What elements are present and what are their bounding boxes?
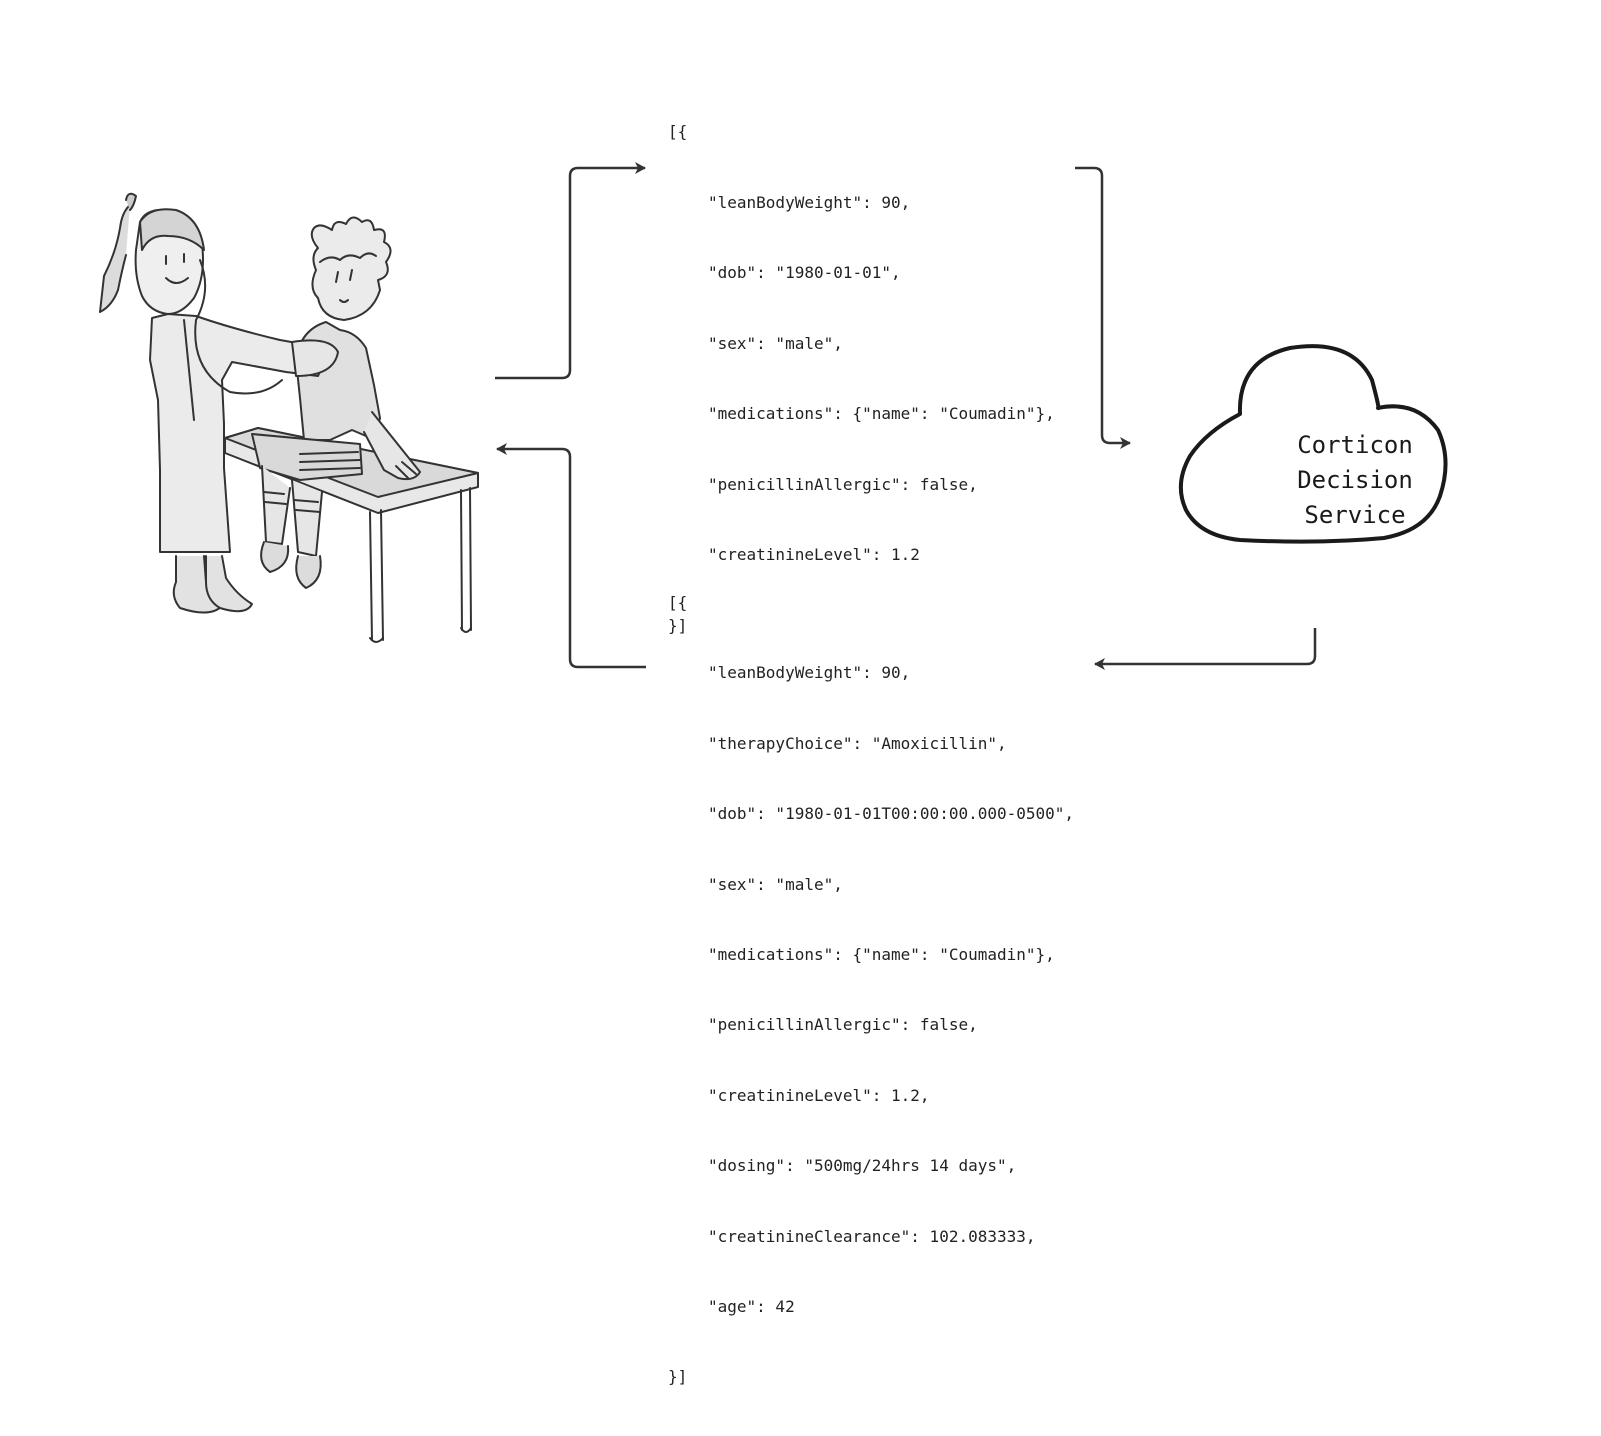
request-json-line: "medications": {"name": "Coumadin"}, bbox=[708, 404, 1055, 423]
arrow-to-illustration bbox=[496, 443, 646, 669]
response-json-line: "therapyChoice": "Amoxicillin", bbox=[708, 733, 1007, 753]
response-json-line: "age": 42 bbox=[708, 1296, 795, 1316]
cloud-label-line: Service bbox=[1304, 501, 1406, 529]
request-json-line: "penicillinAllergic": false, bbox=[708, 474, 978, 494]
request-json-close: }] bbox=[668, 615, 688, 635]
request-json-line: "leanBodyWeight": 90, bbox=[708, 192, 911, 212]
diagram-graphics bbox=[99, 162, 1448, 670]
response-json-line: "dosing": "500mg/24hrs 14 days", bbox=[708, 1156, 1017, 1176]
cloud-label-line: Decision bbox=[1297, 466, 1413, 494]
diagram-canvas: [{ "leanBodyWeight": 90, "dob": "1980-01… bbox=[99, 73, 1470, 1386]
response-json-line: "medications": {"name": "Coumadin"}, bbox=[708, 944, 1055, 964]
response-json-line: "creatinineLevel": 1.2, bbox=[708, 1085, 930, 1105]
doctor-examining-patient-illustration bbox=[99, 192, 479, 643]
request-json-open: [{ bbox=[668, 122, 688, 141]
response-json-line: "leanBodyWeight": 90, bbox=[708, 663, 911, 683]
response-json-open: [{ bbox=[668, 593, 688, 612]
request-json-line: "dob": "1980-01-01", bbox=[708, 263, 901, 282]
request-json-line: "sex": "male", bbox=[708, 333, 843, 353]
cloud-icon bbox=[1178, 344, 1448, 544]
response-json-line: "sex": "male", bbox=[708, 874, 843, 894]
request-json: [{ "leanBodyWeight": 90, "dob": "1980-01… bbox=[668, 73, 1055, 684]
response-json-close: }] bbox=[668, 1367, 688, 1387]
response-json-line: "dob": "1980-01-01T00:00:00.000-0500", bbox=[708, 804, 1075, 824]
cloud-label-line: Corticon bbox=[1297, 431, 1413, 459]
arrow-to-response bbox=[1094, 628, 1317, 670]
response-json: [{ "leanBodyWeight": 90, "therapyChoice"… bbox=[668, 544, 1074, 1436]
request-json-line: "creatinineLevel": 1.2 bbox=[708, 545, 920, 564]
doctor-icon bbox=[99, 192, 339, 614]
response-json-line: "penicillinAllergic": false, bbox=[708, 1015, 978, 1035]
arrow-to-cloud bbox=[1075, 166, 1131, 449]
arrow-to-request bbox=[495, 162, 646, 380]
response-json-line: "creatinineClearance": 102.083333, bbox=[708, 1226, 1036, 1246]
decision-service-label: Corticon Decision Service bbox=[1240, 428, 1470, 533]
patient-icon bbox=[251, 216, 421, 589]
